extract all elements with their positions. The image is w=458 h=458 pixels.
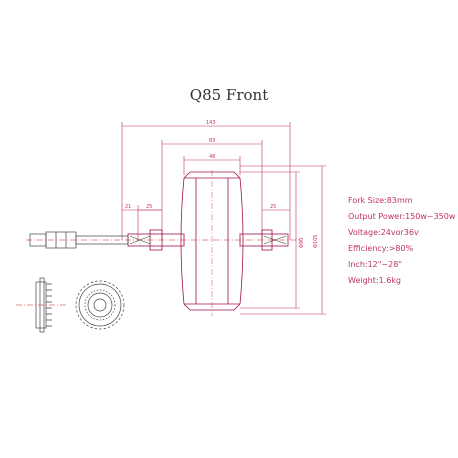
dim-height-outer: Φ105 — [313, 235, 319, 248]
shaft-detail — [129, 235, 287, 245]
dim-fork: 83 — [209, 138, 215, 144]
dim-overall: 143 — [206, 120, 216, 126]
spec-output-power: Output Power:150w~350w — [348, 212, 456, 221]
dim-height-inner: Φ90 — [299, 238, 305, 248]
motor-body — [127, 171, 289, 311]
dim-right-flange: 25 — [270, 204, 276, 210]
dimension-lines — [121, 122, 326, 315]
dim-hub-body: 48 — [209, 154, 215, 160]
spec-fork-size: Fork Size:83mm — [348, 196, 413, 205]
spec-voltage: Voltage:24vor36v — [348, 228, 419, 237]
page-title: Q85 Front — [189, 86, 269, 104]
gear-front-view — [75, 280, 125, 330]
dim-left-flange: 25 — [146, 204, 152, 210]
spec-weight: Weight:1.6kg — [348, 276, 401, 285]
dim-left-shaft: 21 — [125, 204, 131, 210]
spec-efficiency: Efficiency:>80% — [348, 244, 414, 253]
spec-inch: Inch:12"~28" — [348, 260, 403, 269]
